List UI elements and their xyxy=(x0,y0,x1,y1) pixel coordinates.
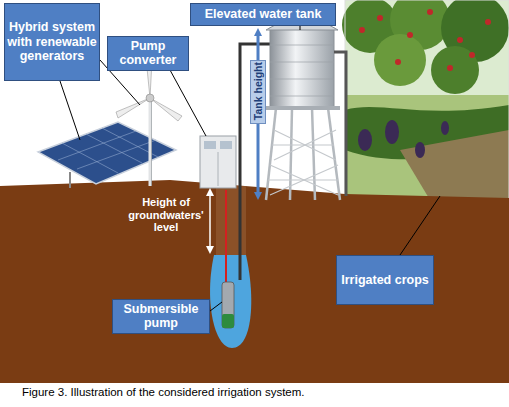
callout-text: Pump converter xyxy=(110,39,186,68)
callout-text: Tank height xyxy=(252,62,264,120)
callout-box: Irrigated crops xyxy=(336,255,434,305)
wind-turbine xyxy=(116,58,182,186)
pipe xyxy=(240,44,272,280)
dimension-label: Height of groundwaters' level xyxy=(124,196,208,234)
leader-lines xyxy=(60,25,440,311)
crops-picture xyxy=(342,0,509,200)
power-cable xyxy=(225,190,227,285)
ground xyxy=(0,180,509,383)
pump-body xyxy=(222,282,234,328)
callout-text: Elevated water tank xyxy=(205,7,322,21)
groundwater-arrow xyxy=(209,192,211,250)
groundwater xyxy=(210,255,251,348)
figure-caption: Figure 3. Illustration of the considered… xyxy=(22,386,305,398)
callout-box: Pump converter xyxy=(107,36,189,71)
callout-text: Hybrid system with renewable generators xyxy=(7,20,97,63)
callout-text: Irrigated crops xyxy=(341,273,429,287)
outlet-pipe xyxy=(334,52,346,196)
callout-text: Submersible pump xyxy=(115,302,207,331)
converter-cabinet xyxy=(200,136,236,188)
callout-box: Submersible pump xyxy=(112,299,210,334)
pump-motor xyxy=(222,314,234,328)
water-tank xyxy=(264,10,340,200)
solar-panel xyxy=(38,122,176,188)
callout-box: Hybrid system with renewable generators xyxy=(4,3,100,81)
callout-box: Elevated water tank xyxy=(190,3,336,26)
dimension-box: Tank height xyxy=(250,60,266,124)
